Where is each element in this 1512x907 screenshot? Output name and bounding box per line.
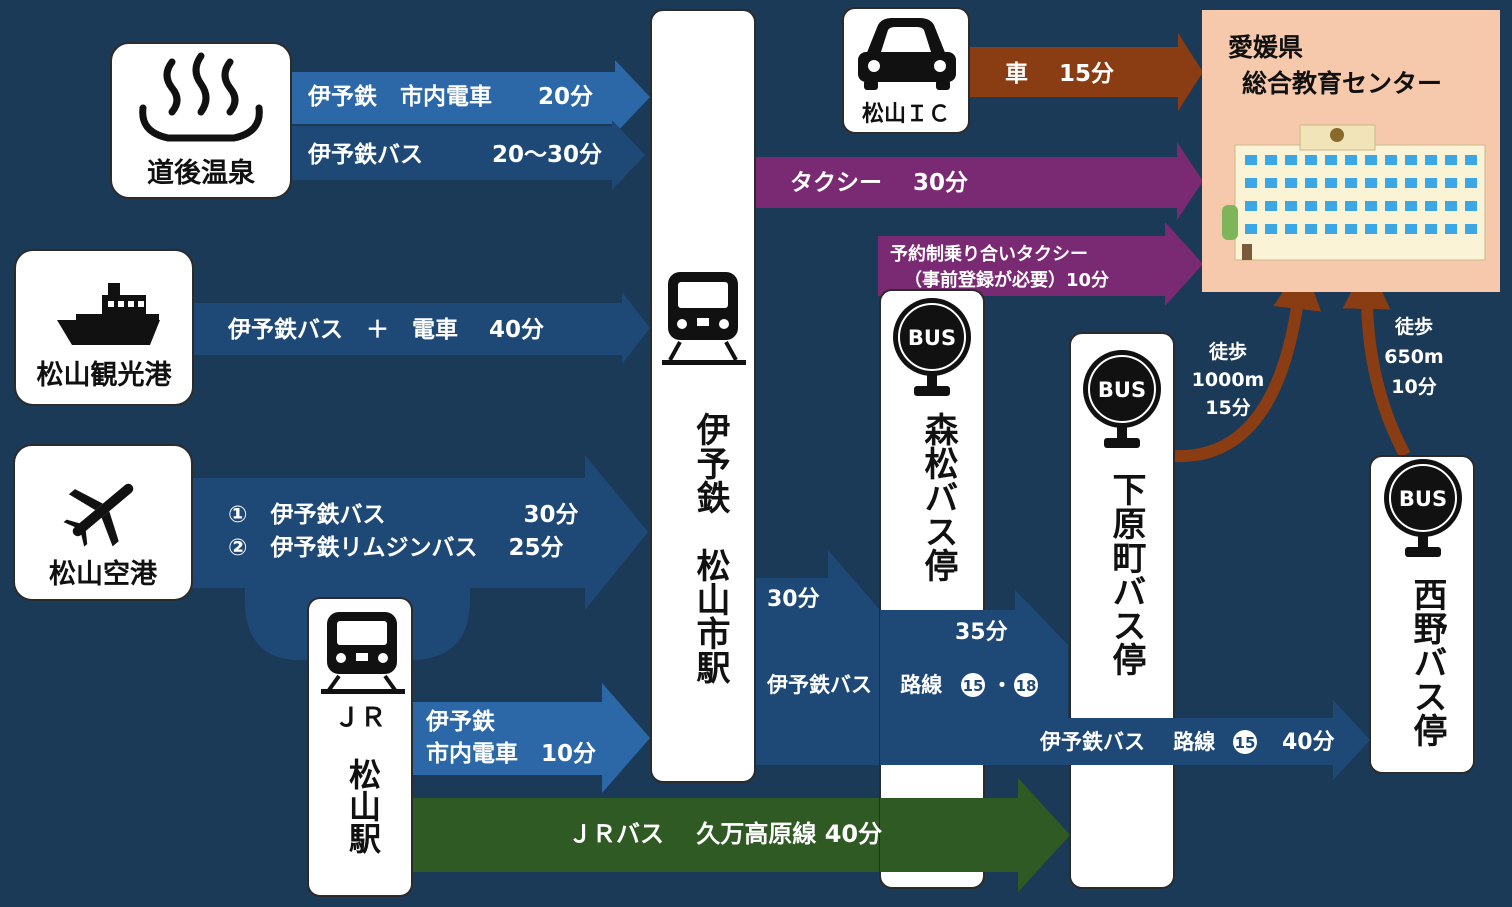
route-jr-tram-2: 市内電車 10分	[426, 740, 596, 767]
origin-dogo-label: 道後温泉	[147, 157, 256, 189]
route-port: 伊予鉄バス ＋ 電車 40分	[227, 316, 544, 343]
origin-jr-station-label: 松山駅	[344, 758, 382, 855]
hub-box	[650, 9, 756, 783]
arrow-jr-bus-overlay	[880, 778, 1070, 892]
route-airport-2: ② 伊予鉄リムジンバス 25分	[228, 534, 564, 561]
route-number-15-a: 15	[963, 677, 984, 695]
walk-nishino-1: 徒歩	[1394, 315, 1433, 338]
bus-stop-icon-nishino	[1384, 459, 1462, 557]
origin-dogo-box	[110, 42, 292, 199]
route-dogo-bus: 伊予鉄バス 20～30分	[307, 141, 602, 168]
route-bus-35: 35分	[955, 620, 1008, 645]
arrow-port	[193, 292, 650, 364]
arrow-jr-tram	[410, 683, 650, 793]
bus-stop-icon-morimatsu	[893, 298, 971, 396]
stop-nishino-box	[1369, 455, 1475, 774]
walk-nishino-2: 650m	[1384, 346, 1443, 368]
bus-sign-shimoharamachi: BUS	[1098, 378, 1146, 402]
route-dot: ・	[992, 673, 1012, 697]
route-bus-line-15: 伊予鉄バス 路線	[1039, 730, 1215, 754]
origin-airport-box	[13, 444, 193, 601]
walk-arrow-shimoharamachi	[1174, 261, 1322, 463]
arrow-shared-taxi	[878, 222, 1203, 306]
walk-nishino-3: 10分	[1391, 376, 1436, 398]
route-jr-tram-1: 伊予鉄	[425, 708, 495, 735]
destination-line2: 総合教育センター	[1242, 69, 1442, 98]
jr-train-icon	[321, 612, 405, 694]
route-bus-30: 30分	[767, 587, 820, 612]
route-shared-taxi-2: （事前登録が必要）10分	[904, 269, 1109, 291]
arrow-airport	[190, 455, 648, 660]
bus-sign-nishino: BUS	[1399, 487, 1447, 511]
walk-shimoharamachi-1: 徒歩	[1208, 340, 1247, 363]
origin-jr-label: ＪＲ	[334, 703, 386, 733]
walk-arrow-nishino	[1342, 261, 1411, 458]
stop-nishino-label: 西野バス停	[1407, 577, 1447, 747]
arrow-dogo-bus	[292, 120, 645, 190]
origin-ic-label: 松山ＩＣ	[862, 102, 950, 127]
route-taxi: タクシー 30分	[790, 170, 968, 196]
route-dogo-tram: 伊予鉄 市内電車 20分	[307, 83, 593, 110]
arrow-car	[970, 33, 1203, 111]
route-shared-taxi-1: 予約制乗り合いタクシー	[890, 243, 1088, 265]
bus-stop-icon-shimoharamachi	[1083, 350, 1161, 448]
route-number-18: 18	[1016, 677, 1037, 695]
building-icon	[1222, 124, 1486, 261]
bus-sign-morimatsu: BUS	[908, 326, 956, 350]
route-bus-line-15-18: 伊予鉄バス 路線	[766, 673, 942, 697]
walk-shimoharamachi-3: 15分	[1205, 397, 1250, 419]
route-number-15-b: 15	[1235, 734, 1256, 752]
train-icon	[662, 272, 746, 365]
stop-shimoharamachi-label: 下原町バス停	[1106, 472, 1146, 676]
route-badge-18	[1014, 673, 1038, 697]
destination-line1: 愛媛県	[1228, 33, 1303, 62]
airplane-icon	[63, 483, 134, 547]
route-car: 車 15分	[1005, 61, 1114, 87]
origin-port-label: 松山観光港	[37, 359, 173, 391]
walk-shimoharamachi-2: 1000m	[1192, 369, 1265, 391]
route-badge-15-a	[961, 673, 985, 697]
stop-morimatsu-label: 森松バス停	[918, 412, 958, 582]
arrow-dogo-tram	[292, 60, 650, 134]
route-airport-1: ① 伊予鉄バス 30分	[228, 501, 578, 528]
origin-airport-label: 松山空港	[49, 558, 158, 590]
arrow-taxi	[755, 142, 1203, 220]
hot-spring-icon	[139, 52, 263, 142]
route-badge-15-b	[1233, 730, 1257, 754]
route-jr-bus: ＪＲバス 久万高原線 40分	[568, 820, 882, 848]
hub-label: 伊予鉄 松山市駅	[690, 412, 731, 685]
route-bus-40: 40分	[1282, 730, 1335, 755]
